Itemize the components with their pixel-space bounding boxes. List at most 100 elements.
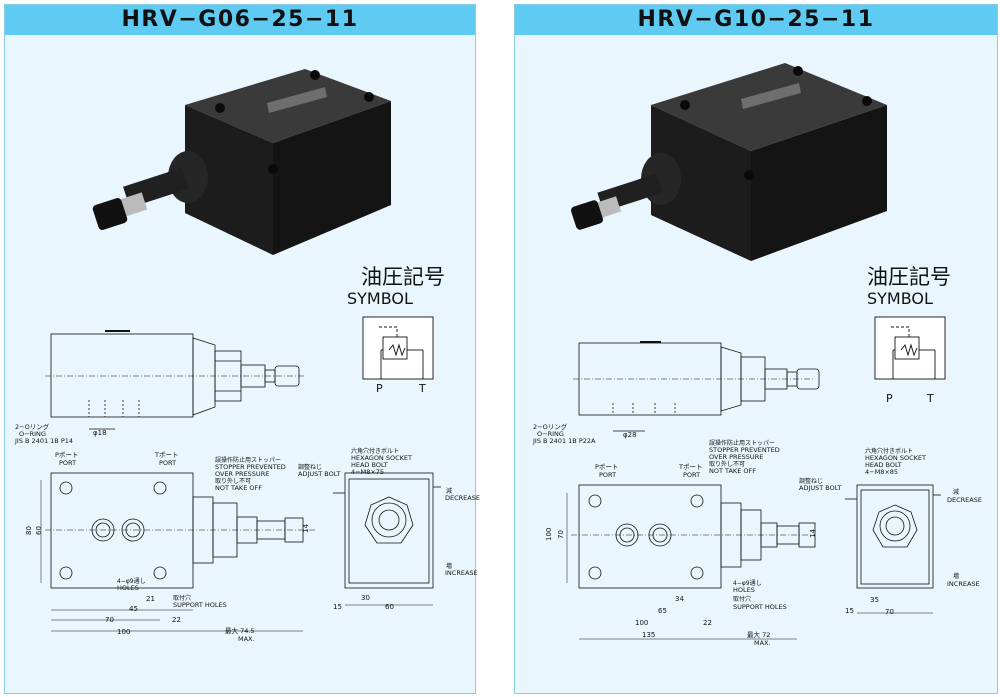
p-port-jp: Pポート bbox=[595, 463, 618, 471]
symbol-port-p: P bbox=[886, 392, 893, 405]
support-en: SUPPORT HOLES bbox=[733, 603, 787, 611]
holes-en: HOLES bbox=[117, 584, 139, 592]
hexagon-jp: 六角穴付きボルト bbox=[865, 447, 913, 455]
stopper-note-en: NOT TAKE OFF bbox=[215, 484, 262, 492]
dim-21: 21 bbox=[146, 595, 155, 603]
increase-en: INCREASE bbox=[445, 569, 478, 577]
adjust-en: ADJUST BOLT bbox=[298, 470, 340, 478]
decrease-jp: 減 bbox=[953, 488, 959, 496]
decrease-en: DECREASE bbox=[445, 494, 480, 502]
p-port-en: PORT bbox=[599, 471, 616, 479]
stopper-note-jp: 取り外し不可 bbox=[215, 477, 251, 485]
valve-drawing: φ18 2−Oリング O−RING JIS B 2401 1B P14 80 6… bbox=[14, 69, 480, 643]
support-en: SUPPORT HOLES bbox=[173, 601, 227, 609]
stopper-en-1: STOPPER PREVENTED bbox=[709, 446, 780, 454]
hydraulic-symbol bbox=[874, 316, 946, 380]
t-port-jp: Tポート bbox=[678, 463, 702, 471]
stopper-en-1: STOPPER PREVENTED bbox=[215, 463, 286, 471]
side-view bbox=[573, 341, 820, 432]
end-view bbox=[845, 484, 941, 614]
symbol-title-jp: 油圧記号 bbox=[867, 265, 951, 289]
dim-70: 70 bbox=[105, 616, 114, 624]
oring-label-en: O−RING bbox=[537, 430, 564, 438]
side-view bbox=[45, 330, 305, 430]
end-view bbox=[333, 472, 441, 606]
stopper-jp: 誤操作防止用ストッパー bbox=[215, 456, 281, 464]
symbol-port-t: T bbox=[926, 392, 934, 405]
hexagon-jp: 六角穴付きボルト bbox=[351, 447, 399, 455]
dim-15: 15 bbox=[333, 603, 342, 611]
hexagon-en-2: HEAD BOLT bbox=[865, 461, 902, 469]
oring-label-jp: 2−Oリング bbox=[15, 422, 50, 431]
adjust-jp: 調整ねじ bbox=[799, 477, 823, 485]
stopper-jp: 誤操作防止用ストッパー bbox=[709, 439, 775, 447]
dim-100: 100 bbox=[117, 628, 130, 636]
oring-label-en: O−RING bbox=[19, 430, 46, 438]
holes-en: HOLES bbox=[733, 586, 755, 594]
t-port-en: PORT bbox=[683, 471, 700, 479]
holes-jp: 4−φ9通し bbox=[733, 579, 762, 587]
adjust-jp: 調整ねじ bbox=[298, 463, 322, 471]
dim-100: 100 bbox=[545, 528, 553, 541]
dim-65: 65 bbox=[658, 607, 667, 615]
dim-max: 最大 72 bbox=[747, 630, 770, 639]
dim-60b: 60 bbox=[385, 603, 394, 611]
symbol-title-en: SYMBOL bbox=[347, 289, 413, 308]
dim-60: 60 bbox=[35, 526, 43, 535]
dim-45: 45 bbox=[129, 605, 138, 613]
dim-70b: 70 bbox=[885, 608, 894, 616]
valve-drawing: φ28 2−Oリング O−RING JIS B 2401 1B P22A 100… bbox=[532, 63, 982, 647]
t-port-en: PORT bbox=[159, 459, 176, 467]
t-port-jp: Tポート bbox=[154, 451, 178, 459]
hexagon-en-1: HEXAGON SOCKET bbox=[351, 454, 412, 462]
model-title: HRV−G10−25−11 bbox=[515, 5, 997, 35]
holes-jp: 4−φ9通し bbox=[117, 577, 146, 585]
stopper-note-jp: 取り外し不可 bbox=[709, 460, 745, 468]
increase-jp: 増 bbox=[446, 562, 452, 570]
stopper-en-2: OVER PRESSURE bbox=[215, 470, 269, 478]
dim-35: 35 bbox=[870, 596, 879, 604]
oring-label-jp: 2−Oリング bbox=[533, 422, 568, 431]
decrease-en: DECREASE bbox=[947, 496, 982, 504]
oring-label-jis: JIS B 2401 1B P22A bbox=[532, 437, 596, 445]
dim-22: 22 bbox=[172, 616, 181, 624]
panel-hrv-g06: HRV−G06−25−11 油圧記号 SYMBOL bbox=[4, 4, 480, 694]
dim-phi: φ18 bbox=[93, 429, 107, 437]
stopper-note-en: NOT TAKE OFF bbox=[709, 467, 756, 475]
dim-80: 80 bbox=[25, 526, 33, 535]
symbol-port-p: P bbox=[376, 382, 383, 395]
increase-jp: 増 bbox=[953, 572, 959, 580]
dim-22: 22 bbox=[703, 619, 712, 627]
increase-en: INCREASE bbox=[947, 580, 980, 588]
dim-14: 14 bbox=[302, 524, 310, 533]
dim-max-en: MAX. bbox=[754, 639, 771, 647]
stopper-en-2: OVER PRESSURE bbox=[709, 453, 763, 461]
hexagon-en-1: HEXAGON SOCKET bbox=[865, 454, 926, 462]
symbol-title-en: SYMBOL bbox=[867, 289, 933, 308]
hexagon-spec: 4−M8×85 bbox=[865, 468, 898, 476]
oring-label-jis: JIS B 2401 1B P14 bbox=[14, 437, 73, 445]
model-title: HRV−G06−25−11 bbox=[5, 5, 475, 35]
adjust-en: ADJUST BOLT bbox=[799, 484, 841, 492]
dim-70: 70 bbox=[557, 530, 565, 539]
p-port-jp: Pポート bbox=[55, 451, 78, 459]
dim-135: 135 bbox=[642, 631, 655, 639]
hexagon-en-2: HEAD BOLT bbox=[351, 461, 388, 469]
dim-max-en: MAX. bbox=[238, 635, 255, 643]
support-jp: 取付穴 bbox=[173, 594, 191, 602]
dim-30: 30 bbox=[361, 594, 370, 602]
dim-phi: φ28 bbox=[623, 431, 637, 439]
valve-photo bbox=[571, 63, 887, 261]
dim-34: 34 bbox=[675, 595, 684, 603]
front-view bbox=[40, 472, 315, 632]
dim-15: 15 bbox=[845, 607, 854, 615]
dim-14: 14 bbox=[809, 529, 817, 538]
valve-photo bbox=[92, 69, 391, 255]
decrease-jp: 減 bbox=[446, 487, 452, 495]
panel-hrv-g10: HRV−G10−25−11 油圧記号 SYMBOL bbox=[514, 4, 998, 694]
front-view bbox=[566, 484, 816, 640]
symbol-title-jp: 油圧記号 bbox=[361, 265, 445, 289]
dim-max: 最大 74.5 bbox=[225, 626, 255, 635]
symbol-port-t: T bbox=[418, 382, 426, 395]
hydraulic-symbol bbox=[362, 316, 434, 380]
